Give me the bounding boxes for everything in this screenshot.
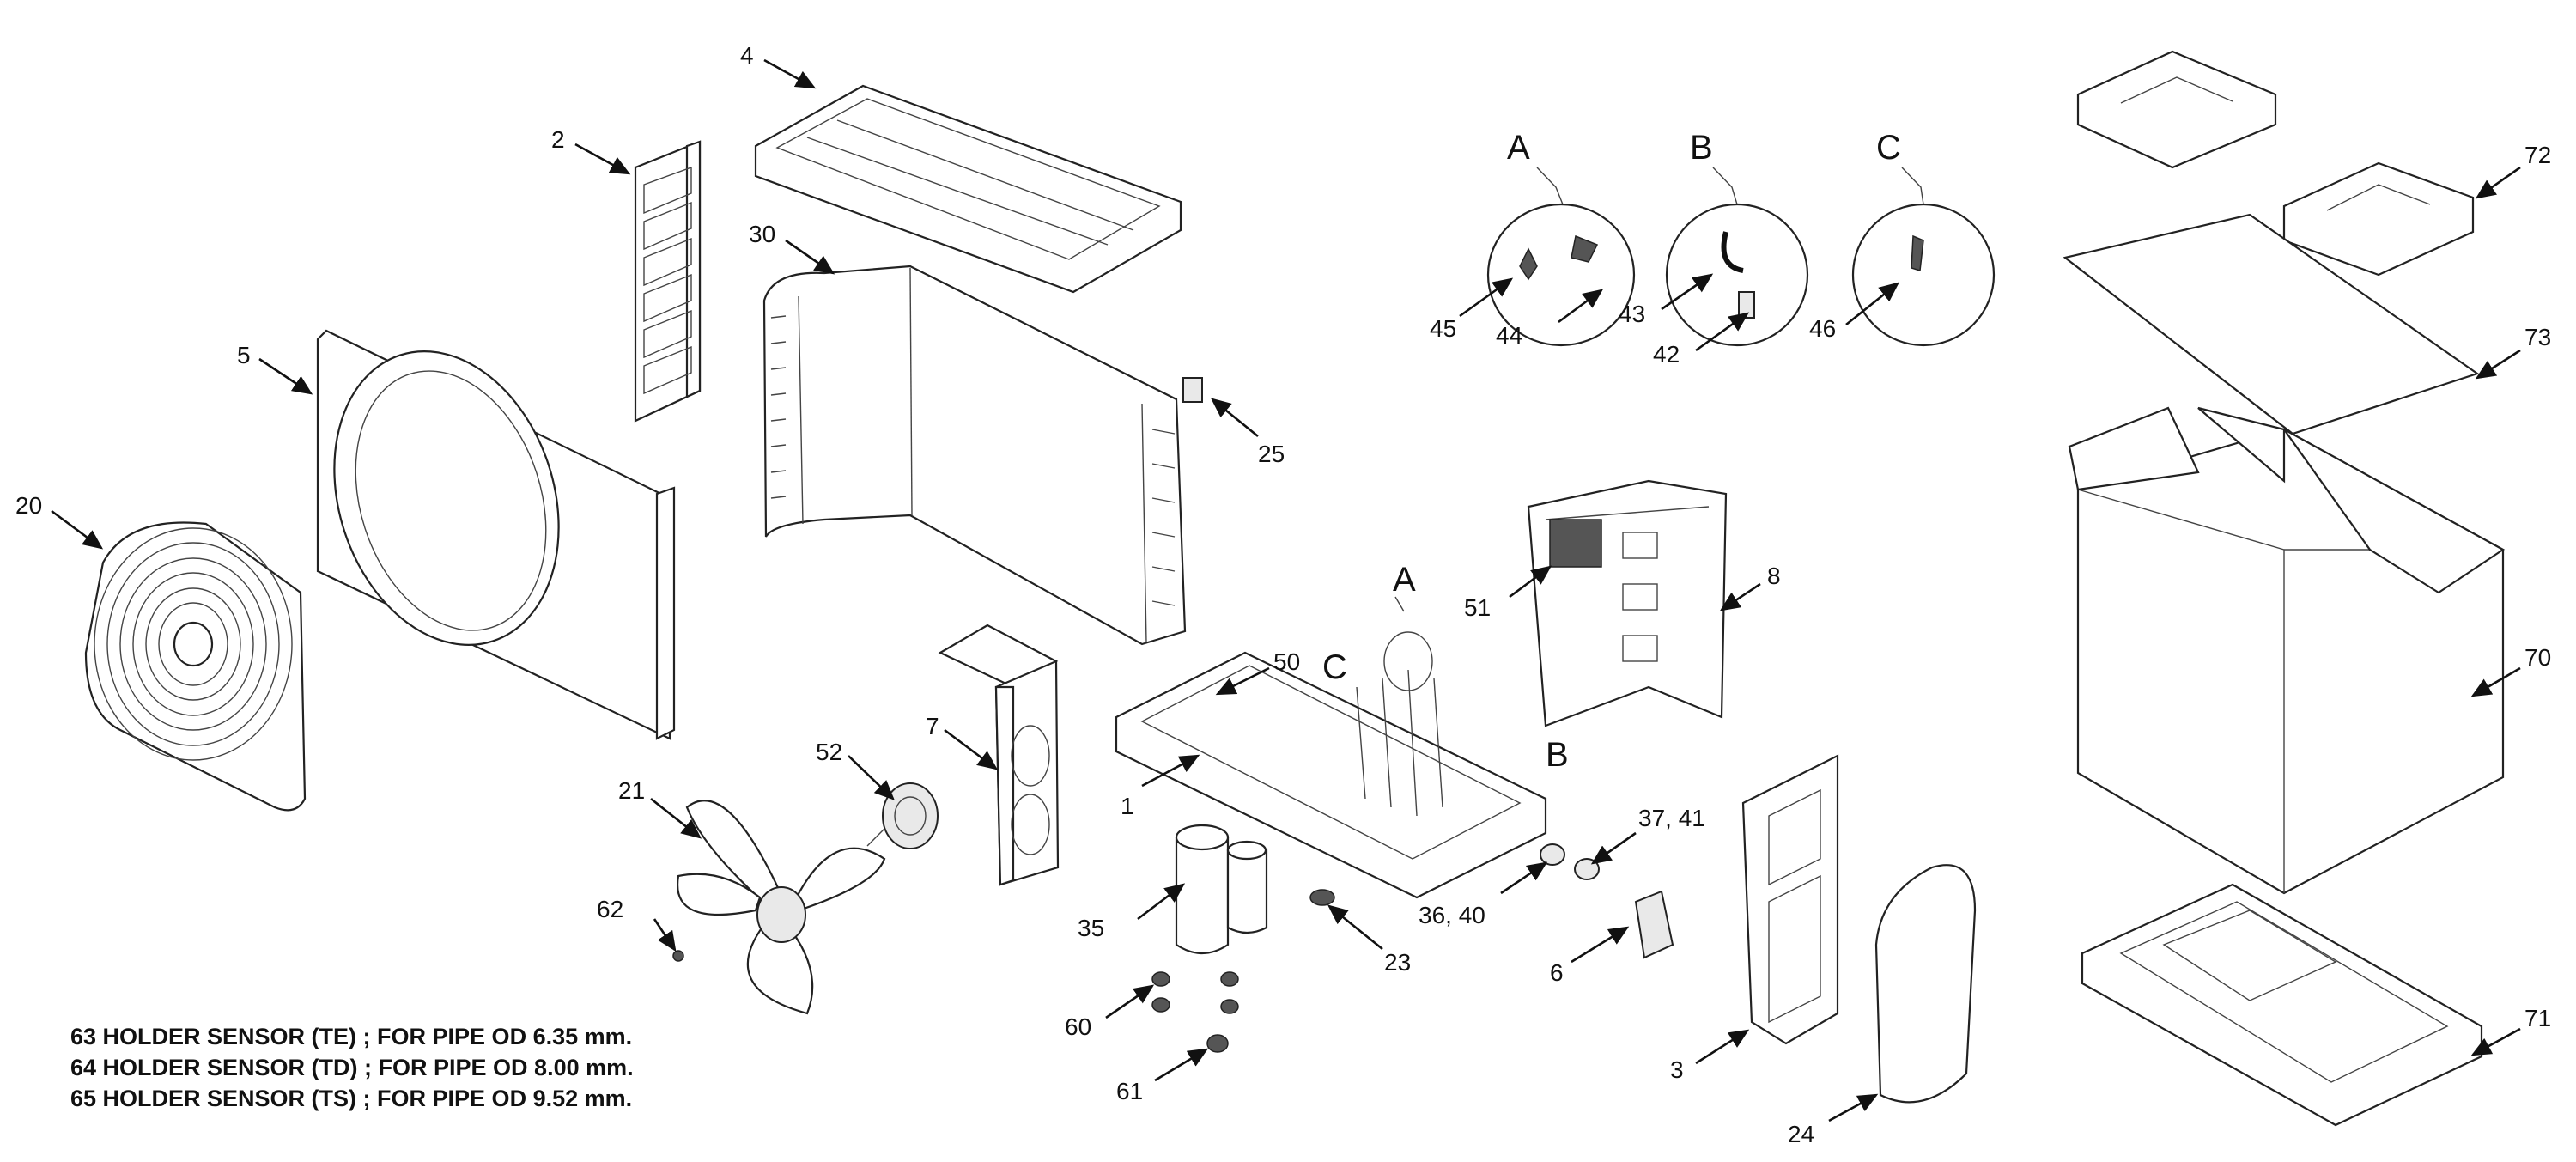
callout-52: 52: [816, 739, 842, 765]
callout-62: 62: [597, 896, 623, 922]
callout-37-41: 37, 41: [1638, 805, 1705, 831]
callout-46: 46: [1809, 315, 1836, 342]
callout-45: 45: [1430, 315, 1456, 342]
base-tray-part: [2081, 883, 2483, 1127]
callout-44: 44: [1496, 322, 1522, 349]
callout-3: 3: [1670, 1056, 1684, 1083]
part-6: [1634, 890, 1674, 959]
part-23: [1309, 889, 1335, 906]
callout-2: 2: [551, 126, 565, 153]
callout-50: 50: [1273, 648, 1300, 675]
callout-71: 71: [2524, 1005, 2551, 1031]
packing-pads-part: [2076, 50, 2475, 277]
callout-21: 21: [618, 777, 645, 804]
detail-letter-b: B: [1690, 129, 1713, 167]
callout-8: 8: [1767, 563, 1781, 589]
fan-motor-part: [866, 782, 939, 849]
callout-36-40: 36, 40: [1419, 902, 1485, 928]
main-letter-c: C: [1322, 648, 1347, 686]
clip-part-25: [1182, 377, 1203, 403]
callout-23: 23: [1384, 949, 1411, 976]
callout-7: 7: [926, 713, 939, 739]
compressor-part: [1175, 824, 1268, 954]
note-line-64: 64 HOLDER SENSOR (TD) ; FOR PIPE OD 8.00…: [70, 1055, 634, 1080]
valve-cover-part: [1874, 864, 1977, 1104]
callout-43: 43: [1619, 301, 1645, 327]
callout-70: 70: [2524, 644, 2551, 671]
main-letter-a: A: [1393, 561, 1416, 599]
detail-letter-c: C: [1876, 129, 1901, 167]
service-valves-part: [1540, 843, 1600, 880]
propeller-fan-part: [677, 800, 886, 1015]
front-panel-part: [316, 329, 676, 740]
note-line-65: 65 HOLDER SENSOR (TS) ; FOR PIPE OD 9.52…: [70, 1086, 633, 1111]
detail-letters: A B C A B C: [1322, 129, 1901, 774]
callout-24: 24: [1788, 1121, 1814, 1147]
callout-5: 5: [237, 342, 251, 368]
side-panel-part: [1741, 754, 1839, 1045]
callout-6: 6: [1550, 959, 1564, 986]
callout-51: 51: [1464, 594, 1491, 621]
detail-circle-c: [1851, 203, 1996, 347]
callout-20: 20: [15, 492, 42, 519]
callout-61: 61: [1116, 1078, 1143, 1104]
callout-25: 25: [1258, 441, 1285, 467]
side-grille-part: [634, 140, 702, 423]
callout-73: 73: [2524, 324, 2551, 350]
main-letter-b: B: [1546, 736, 1569, 774]
detail-circle-b: [1665, 203, 1809, 347]
callout-30: 30: [749, 221, 775, 247]
condenser-coil-part: [762, 265, 1187, 646]
detail-circle-a: [1486, 203, 1636, 347]
fan-guard-part: [84, 521, 307, 812]
callout-60: 60: [1065, 1013, 1091, 1040]
callout-4: 4: [740, 42, 754, 69]
note-line-63: 63 HOLDER SENSOR (TE) ; FOR PIPE OD 6.35…: [70, 1024, 633, 1049]
callout-35: 35: [1078, 915, 1104, 941]
callout-72: 72: [2524, 142, 2551, 168]
leader-arrows: [51, 58, 2521, 1122]
carton-box-part: [2068, 406, 2506, 895]
control-box-part: [1527, 479, 1728, 727]
motor-base-part: [938, 624, 1060, 886]
callout-1: 1: [1121, 793, 1134, 819]
base-plate-part: [1115, 631, 1547, 899]
fan-nut-part: [672, 950, 684, 962]
detail-letter-a: A: [1507, 129, 1530, 167]
top-cover-part: [754, 84, 1182, 294]
rubber-mounts-part: [1151, 971, 1239, 1053]
callout-42: 42: [1653, 341, 1680, 368]
callout-labels: 2 4 5 30 20 25 45 44 43 42 46 72 73 70 7…: [15, 42, 2551, 1147]
